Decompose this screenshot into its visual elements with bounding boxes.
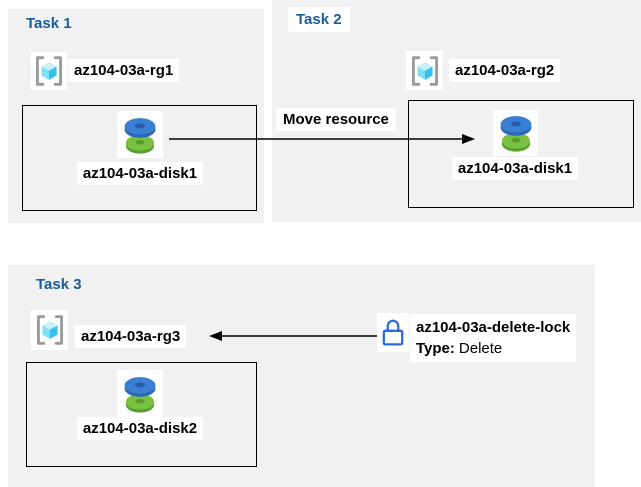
- left-arrow-icon: [209, 331, 377, 341]
- resource-group-icon: [411, 55, 438, 86]
- task3-resource-box: [26, 362, 257, 467]
- move-resource-label: Move resource: [276, 108, 396, 131]
- task2-resource-group-label: az104-03a-rg2: [449, 59, 561, 82]
- delete-lock-type-label: Type:: [416, 340, 455, 357]
- resource-group-icon: [36, 315, 63, 345]
- managed-disk-icon: [124, 376, 156, 413]
- delete-lock-type-value: Delete: [458, 340, 503, 357]
- task1-disk-tile: [117, 111, 163, 158]
- delete-lock-tile: [377, 313, 409, 352]
- delete-lock-name: az104-03a-delete-lock: [416, 319, 571, 336]
- task1-disk-label: az104-03a-disk1: [40, 162, 240, 185]
- task2-resource-group-tile: [406, 51, 443, 90]
- task3-disk-label: az104-03a-disk2: [40, 417, 240, 440]
- right-arrow-icon: [169, 134, 475, 144]
- delete-lock-type-row: Type:Delete: [416, 338, 570, 359]
- managed-disk-icon: [124, 117, 156, 154]
- task3-resource-group-tile: [31, 310, 68, 350]
- task2-title: Task 2: [288, 7, 350, 32]
- task3-panel: [8, 265, 595, 487]
- delete-lock-card: az104-03a-delete-lock Type:Delete: [410, 314, 577, 362]
- task1-resource-group-tile: [31, 52, 67, 90]
- task3-resource-group-label: az104-03a-rg3: [75, 325, 187, 348]
- resource-group-icon: [36, 56, 62, 86]
- task2-disk-tile: [493, 110, 538, 156]
- task3-disk-tile: [117, 370, 163, 417]
- task1-resource-group-label: az104-03a-rg1: [68, 59, 180, 82]
- managed-disk-icon: [500, 116, 531, 152]
- task2-disk-label: az104-03a-disk1: [420, 157, 610, 180]
- lock-icon: [382, 319, 404, 346]
- task1-title: Task 1: [26, 15, 72, 32]
- task1-resource-box: [22, 105, 257, 211]
- task3-title: Task 3: [36, 276, 82, 293]
- task2-resource-box: [408, 100, 634, 208]
